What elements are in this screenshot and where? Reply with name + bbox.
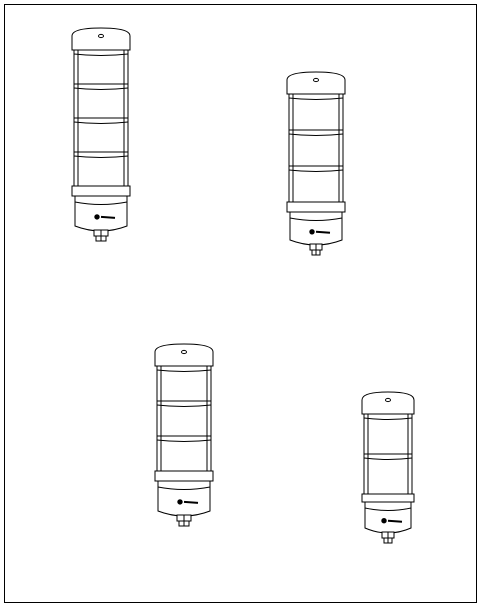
tower-base	[157, 480, 211, 517]
tower-neck-ring	[154, 470, 214, 482]
tower-logo-mark	[309, 229, 331, 235]
tower-logo-mark	[177, 499, 199, 505]
tower-tier-band	[73, 53, 129, 56]
tower-tier-band	[288, 169, 344, 172]
tower-logo-text-mark	[315, 230, 331, 234]
tower-tier-band	[156, 369, 212, 372]
tower-base	[74, 195, 128, 232]
tower-logo-dot	[177, 499, 183, 505]
tower-logo-dot	[94, 214, 100, 220]
tower-neck-ring	[361, 493, 415, 503]
tower-cap-vent	[385, 397, 391, 403]
tower-cap	[71, 27, 131, 51]
tower-tier-band	[73, 121, 129, 124]
tower-cap	[154, 343, 214, 367]
tower-logo-text-mark	[183, 500, 199, 504]
tower-base	[364, 501, 412, 534]
tower-tier-band	[73, 155, 129, 158]
tower-logo-text-mark	[100, 215, 116, 219]
tower-logo-mark	[381, 518, 403, 524]
tower-logo-mark	[94, 214, 116, 220]
tower-light-4	[361, 391, 415, 544]
tower-light-3	[154, 343, 214, 527]
tower-base	[289, 211, 343, 246]
tower-cap-vent	[98, 33, 104, 39]
tower-tier-band	[288, 133, 344, 136]
tower-logo-dot	[309, 229, 315, 235]
tower-base-band	[364, 507, 412, 511]
tower-cap-vent	[313, 77, 319, 83]
tower-tier-band	[288, 97, 344, 100]
tower-cap	[361, 391, 415, 415]
drawing-border	[4, 4, 477, 603]
tower-base-band	[289, 217, 343, 221]
tower-base-band	[74, 201, 128, 205]
tower-logo-dot	[381, 518, 387, 524]
tower-logo-text-mark	[387, 519, 403, 523]
tower-light-group	[71, 27, 415, 544]
tower-light-1	[71, 27, 131, 242]
tower-cap	[286, 71, 346, 95]
tower-base-band	[157, 486, 211, 490]
tower-neck-ring	[286, 201, 346, 213]
tower-tier-band	[156, 439, 212, 442]
tower-tier	[363, 413, 413, 455]
tower-tier-band	[73, 87, 129, 90]
tower-tier-band	[156, 404, 212, 407]
tower-light-2	[286, 71, 346, 256]
tower-neck-ring	[71, 185, 131, 197]
tower-cap-vent	[181, 349, 187, 355]
tower-tier	[363, 453, 413, 495]
